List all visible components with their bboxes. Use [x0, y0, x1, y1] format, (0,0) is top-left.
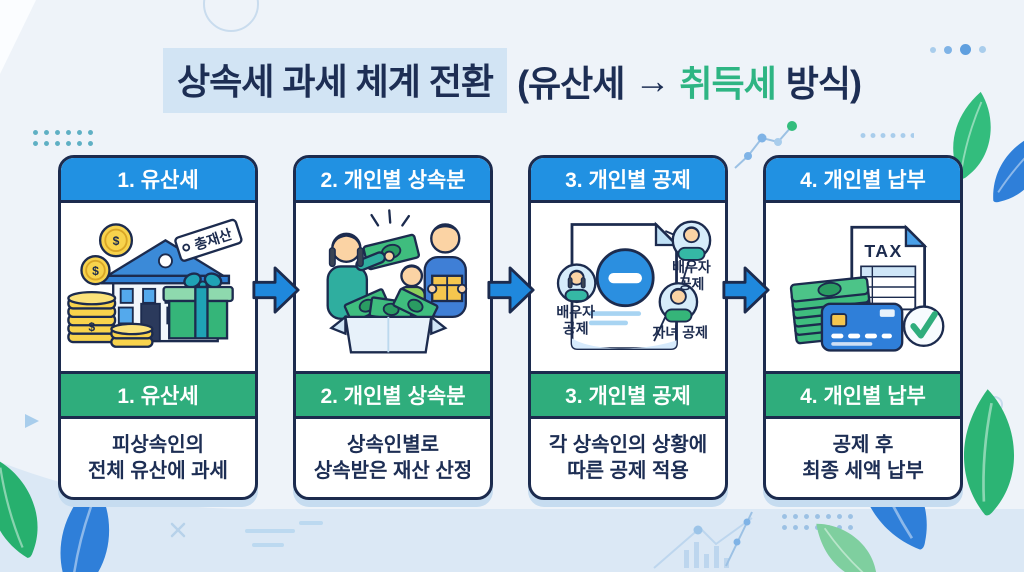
connector-line-icon	[725, 511, 753, 567]
dots-pattern-top-right-small	[858, 131, 914, 140]
dash-decoration	[299, 521, 323, 525]
step-4-description: 공제 후 최종 세액 납부	[766, 419, 960, 497]
payment-illustration: TAX	[789, 224, 945, 352]
title-arrow: →	[634, 59, 670, 101]
desc-line-1: 각 상속인의 상황에	[548, 433, 708, 456]
step-1-illustration: 총재산 $ $	[61, 203, 255, 371]
desc-line-2: 최종 세액 납부	[802, 460, 924, 482]
step-4-illustration: TAX	[766, 203, 960, 371]
motion-lines	[370, 209, 411, 227]
step-4-header: 4. 개인별 납부	[766, 158, 960, 203]
cross-mark-icon	[170, 522, 186, 538]
dash-decoration	[252, 543, 284, 547]
step-3-header: 3. 개인별 공제	[531, 158, 725, 203]
spouse-right-label-1: 배우자	[672, 259, 711, 275]
step-4-banner: 4. 개인별 납부	[766, 371, 960, 419]
title-accent: 취득세	[679, 62, 776, 104]
desc-line-1: 상속인별로	[347, 433, 439, 456]
mother-figure	[326, 232, 395, 320]
asset-tag: 총재산	[174, 218, 243, 262]
dash-decoration	[245, 529, 295, 533]
dot-accent-row	[930, 44, 986, 55]
step-2-banner: 2. 개인별 상속분	[296, 371, 490, 419]
step-2-description: 상속인별로 상속받은 재산 산정	[296, 419, 490, 497]
arrow-right-icon	[487, 266, 535, 314]
desc-line-2: 상속받은 재산 산정	[313, 460, 473, 482]
step-1-banner-label: 1. 유산세	[117, 385, 199, 408]
gift-icon	[162, 272, 234, 340]
spouse-right-label-2: 공제	[679, 276, 705, 292]
minus-icon	[595, 248, 655, 308]
desc-line-2: 전체 유산에 과세	[88, 460, 228, 482]
step-2-header: 2. 개인별 상속분	[296, 158, 490, 203]
flow-arrow-3	[722, 266, 770, 314]
dots-pattern-bottom-right	[779, 511, 859, 532]
step-1-header-label: 1. 유산세	[117, 169, 199, 192]
leaf-icon	[0, 457, 38, 558]
step-3-illustration: 배우자 공제 배우자 공제 자녀 공제	[531, 203, 725, 371]
step-1-banner: 1. 유산세	[61, 371, 255, 419]
spouse-left-label-2: 공제	[563, 321, 589, 337]
step-1-description: 피상속인의 전체 유산에 과세	[61, 419, 255, 497]
desc-line-1: 공제 후	[832, 433, 894, 456]
step-card-4: 4. 개인별 납부 TAX	[763, 155, 963, 500]
leaf-icon	[953, 91, 991, 179]
step-card-3: 3. 개인별 공제	[528, 155, 728, 500]
check-icon	[902, 305, 945, 347]
leaf-icon	[60, 480, 110, 572]
page-title: 상속세 과세 체계 전환 (유산세 → 취득세 방식)	[0, 48, 1024, 113]
coin-symbol: $	[113, 234, 120, 248]
coin-stack-symbol: $	[88, 320, 95, 334]
step-4-header-label: 4. 개인별 납부	[800, 169, 926, 192]
coin-symbol: $	[92, 264, 99, 278]
avatar-spouse-right	[671, 220, 712, 261]
open-box-icon	[329, 287, 448, 354]
flow-arrow-2	[487, 266, 535, 314]
arrow-right-icon	[252, 266, 300, 314]
trend-line-icon	[734, 121, 797, 169]
dots-pattern-top-left	[30, 127, 94, 148]
step-4-banner-label: 4. 개인별 납부	[800, 385, 926, 408]
flow-arrow-1	[252, 266, 300, 314]
title-paren-open: (유산세	[517, 62, 625, 104]
title-paren-close: 방식)	[785, 62, 862, 104]
step-2-banner-label: 2. 개인별 상속분	[320, 385, 466, 408]
avatar-spouse-left	[556, 263, 597, 304]
family-split-illustration	[326, 209, 468, 354]
step-2-illustration	[296, 203, 490, 371]
step-3-description: 각 상속인의 상황에 따른 공제 적용	[531, 419, 725, 497]
avatar-child	[658, 282, 699, 323]
estate-illustration: 총재산 $ $	[67, 218, 243, 348]
leaf-icon	[816, 523, 877, 572]
desc-line-1: 피상속인의	[112, 433, 204, 456]
spouse-left-label-1: 배우자	[556, 304, 595, 320]
step-3-banner: 3. 개인별 공제	[531, 371, 725, 419]
title-highlight: 상속세 과세 체계 전환	[162, 48, 508, 113]
father-figure	[423, 223, 468, 319]
credit-card-icon	[820, 302, 904, 352]
coin-stack-icon: $	[67, 290, 154, 348]
child-label: 자녀 공제	[653, 324, 708, 340]
deduction-illustration: 배우자 공제 배우자 공제 자녀 공제	[556, 220, 712, 350]
step-3-header-label: 3. 개인별 공제	[565, 169, 691, 192]
step-card-1: 1. 유산세	[58, 155, 258, 500]
step-2-header-label: 2. 개인별 상속분	[320, 169, 466, 192]
desc-line-2: 따른 공제 적용	[567, 460, 689, 482]
step-card-2: 2. 개인별 상속분	[293, 155, 493, 500]
coin-icon: $ $	[80, 223, 134, 286]
step-1-header: 1. 유산세	[61, 158, 255, 203]
tax-label: TAX	[864, 241, 902, 261]
leaf-icon	[964, 389, 1015, 516]
step-3-banner-label: 3. 개인별 공제	[565, 385, 691, 408]
arrow-right-icon	[722, 266, 770, 314]
leaf-icon	[993, 129, 1024, 203]
money-bill-icon	[343, 287, 439, 324]
